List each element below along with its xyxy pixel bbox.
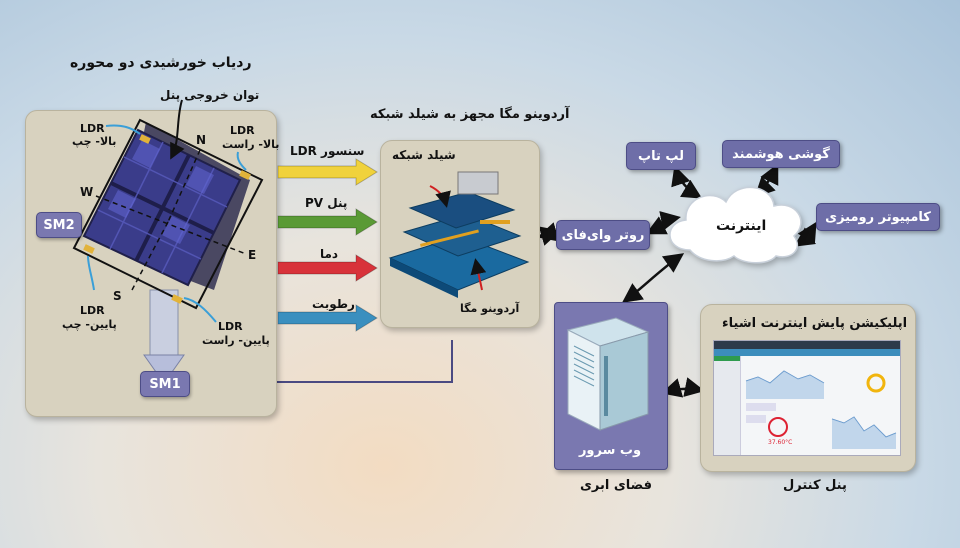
cloud-space-caption: فضای ابری (580, 478, 652, 493)
servo-motor-sm1: SM1 (140, 371, 190, 397)
desktop-cloud-link (793, 221, 817, 247)
signal-label-pv: پنل PV (305, 196, 348, 210)
laptop-node: لپ تاپ (626, 142, 696, 170)
signal-arrow-pv (277, 208, 378, 236)
ldr-top-right-pos: بالا- راست (222, 138, 280, 151)
control-panel-caption: پنل کنترل (783, 478, 847, 493)
servo-motor-sm2: SM2 (36, 212, 82, 238)
signal-label-humidity: رطوبت (312, 297, 355, 311)
web-server-label: وب سرور (578, 443, 642, 458)
shield-label: شیلد شبکه (392, 148, 456, 162)
arduino-title: آردوینو مگا مجهز به شیلد شبکه (370, 107, 570, 122)
motor-wire (190, 340, 453, 383)
gauge-readout: 37.60°C (768, 439, 793, 446)
dashboard-screenshot: 37.60°C (713, 340, 901, 456)
ldr-bottom-left-pos: پایین- چپ (62, 318, 117, 331)
ldr-top-left-label: LDR (80, 122, 105, 135)
router-node: روتر وای‌فای (556, 220, 650, 250)
internet-label: اینترنت (716, 218, 767, 234)
panel-output-label: توان خروجی پنل (160, 88, 260, 102)
ldr-bottom-right-pos: پایین- راست (202, 334, 270, 347)
compass-w: W (80, 185, 94, 199)
mega-label: آردوینو مگا (460, 302, 520, 315)
arduino-router-link (537, 222, 561, 246)
server-control-link (661, 377, 705, 398)
ldr-top-right-label: LDR (230, 124, 255, 137)
cloud-server-link (621, 253, 685, 303)
signal-label-temp: دما (320, 247, 339, 261)
signal-arrow-temp (277, 254, 378, 282)
ldr-top-left-pos: بالا- چپ (72, 135, 117, 148)
ldr-bottom-right-label: LDR (218, 320, 243, 333)
compass-n: N (196, 133, 207, 147)
desktop-node: کامپیوتر رومیزی (816, 203, 940, 231)
signal-arrow-ldr (277, 158, 378, 186)
iot-app-title: اپلیکیشن پایش اینترنت اشیاء (722, 316, 908, 331)
compass-s: S (113, 289, 122, 303)
router-cloud-link (645, 211, 681, 235)
ldr-bottom-left-label: LDR (80, 304, 105, 317)
smartphone-node: گوشی هوشمند (722, 140, 840, 168)
compass-e: E (248, 248, 257, 262)
laptop-cloud-link (671, 165, 703, 199)
signal-label-ldr: سنسور LDR (290, 144, 365, 158)
signal-arrow-humidity (277, 304, 378, 332)
tracker-title: ردیاب خورشیدی دو محوره (70, 55, 252, 71)
